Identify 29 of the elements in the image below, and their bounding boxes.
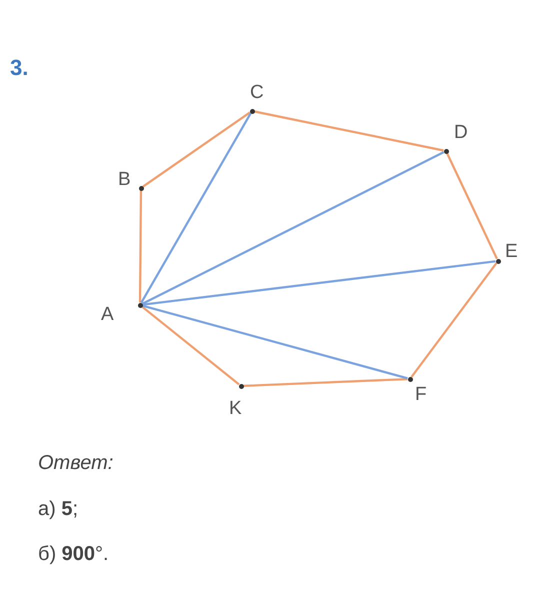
polygon-side xyxy=(243,378,408,387)
vertex-point xyxy=(138,186,144,190)
diagonal-line xyxy=(142,304,408,380)
diagonal-line xyxy=(140,112,252,304)
polygon-side xyxy=(141,306,240,386)
vertex-label: C xyxy=(250,83,264,102)
polygon-side xyxy=(254,110,444,152)
vertex-label: K xyxy=(229,399,242,418)
answer-line: а) 5; xyxy=(38,498,78,520)
vertex-label: E xyxy=(505,242,518,261)
vertex-point xyxy=(408,376,412,382)
vertex-point xyxy=(138,302,142,308)
answer-heading: Ответ: xyxy=(38,452,114,474)
diagonal-line xyxy=(142,260,496,306)
vertex-label: B xyxy=(118,170,131,189)
diagonal-line xyxy=(142,151,444,305)
polygon-side xyxy=(138,190,142,303)
task-number: 3. xyxy=(10,56,28,80)
vertex-label: D xyxy=(454,123,468,142)
vertex-point xyxy=(444,148,448,154)
answer-line: б) 900°. xyxy=(38,543,109,565)
polygon-side xyxy=(446,152,498,260)
vertex-label: A xyxy=(101,305,114,324)
vertex-label: F xyxy=(415,385,427,404)
vertex-point xyxy=(496,258,500,264)
vertex-point xyxy=(238,384,244,388)
polygon-side xyxy=(410,262,498,378)
polygon-side xyxy=(142,112,251,188)
vertex-point xyxy=(250,108,254,114)
